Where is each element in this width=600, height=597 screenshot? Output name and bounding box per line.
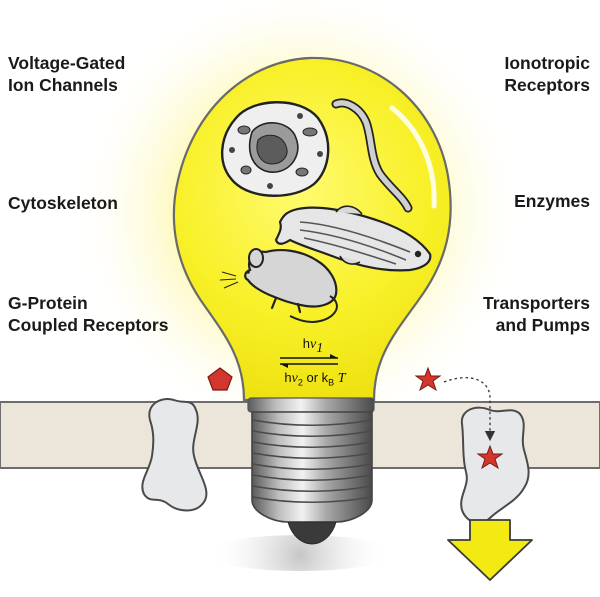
zebrafish-icon [274,205,432,272]
screw-thread [252,496,372,504]
star-ligand-icon [414,366,442,392]
screw-thread [252,463,372,471]
forward-reaction-label: hν1 [302,336,324,356]
worm-icon [331,98,413,213]
bulb-collar [247,397,375,413]
bound-star-ligand-icon [476,444,504,470]
label-cytoskeleton: Cytoskeleton [8,193,118,213]
bulb-shadow [205,535,395,571]
screw-thread [252,452,372,460]
reverse-reaction-label: hν2 or kB T [284,370,346,388]
screw-thread [252,441,372,449]
screw-thread [252,430,372,438]
bulb-highlight [389,105,437,209]
signal-arrow-icon [447,519,533,581]
screw-thread [252,485,372,493]
membrane-protein-left [141,398,208,512]
cell-icon [220,101,330,197]
bulb-screw-base [251,411,373,545]
mouse-icon [219,248,338,324]
label-enzymes: Enzymes [514,191,590,211]
pentagon-ligand-icon [207,367,233,391]
equilibrium-arrows [280,354,338,368]
screw-thread [252,419,372,427]
screw-thread [252,474,372,482]
